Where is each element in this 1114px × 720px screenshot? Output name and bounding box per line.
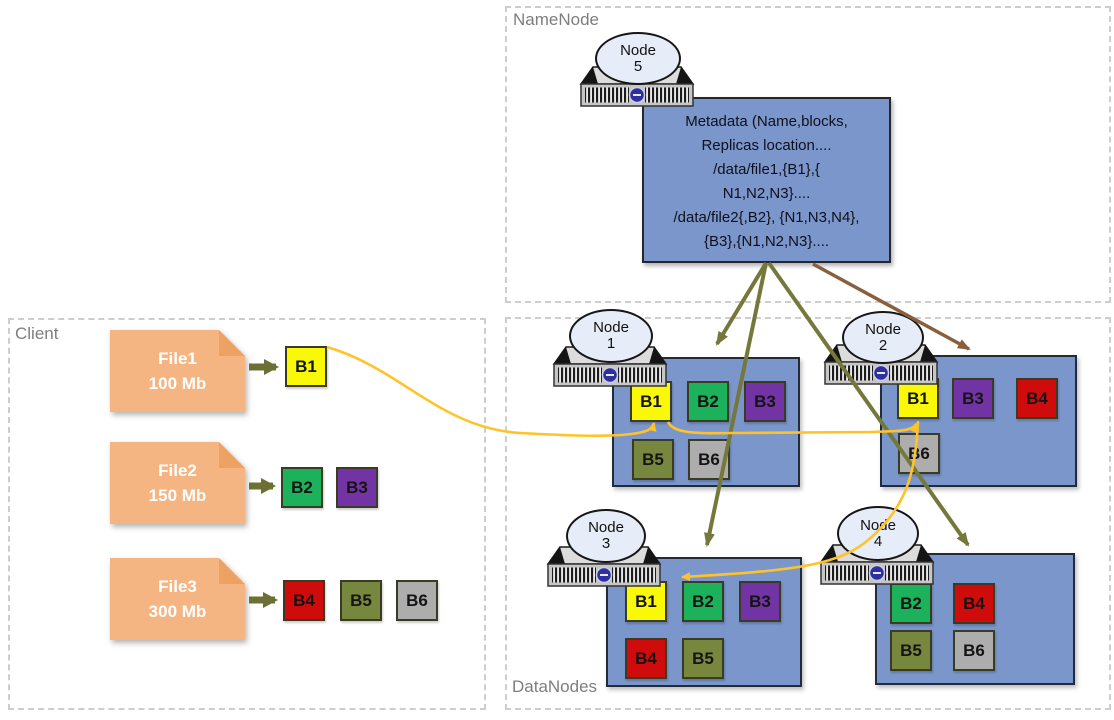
file-size: 300 Mb — [148, 601, 207, 621]
datanode1-ellipse: Node 1 — [569, 309, 653, 363]
metadata-line: Metadata (Name,blocks, — [685, 113, 848, 130]
node-label: Node — [860, 516, 896, 534]
block-b4: B4 — [625, 638, 667, 679]
node-number: 3 — [601, 535, 611, 552]
block-b3: B3 — [336, 467, 378, 508]
namenode-node-ellipse: Node 5 — [595, 32, 681, 85]
block-b6: B6 — [953, 630, 995, 671]
block-b3: B3 — [744, 381, 786, 422]
block-b4: B4 — [283, 580, 325, 621]
file-fold-corner — [219, 330, 245, 356]
block-b5: B5 — [632, 439, 674, 480]
node-number: 4 — [873, 532, 883, 550]
block-b4: B4 — [953, 583, 995, 624]
node-number: 1 — [606, 335, 616, 352]
namenode-region-label: NameNode — [513, 10, 599, 29]
block-b2: B2 — [682, 581, 724, 622]
block-b5: B5 — [682, 638, 724, 679]
file-size: 150 Mb — [148, 485, 207, 505]
node-number: 2 — [878, 336, 888, 354]
client-region-label: Client — [15, 324, 59, 343]
node-number: 5 — [633, 57, 643, 75]
block-b6: B6 — [688, 439, 730, 480]
metadata-line: /data/file2{,B2}, {N1,N3,N4}, — [673, 209, 860, 226]
datanode3-ellipse: Node 3 — [566, 509, 646, 563]
metadata-line: {B3},{N1,N2,N3}.... — [703, 233, 830, 250]
metadata-box: Metadata (Name,blocks, Replicas location… — [642, 97, 891, 263]
block-b2: B2 — [890, 583, 932, 624]
metadata-line: Replicas location.... — [701, 137, 832, 154]
node-label: Node — [620, 41, 656, 59]
block-b5: B5 — [340, 580, 382, 621]
block-b5: B5 — [890, 630, 932, 671]
datanode4-ellipse: Node 4 — [837, 506, 919, 561]
block-b4: B4 — [1016, 378, 1058, 419]
block-b6: B6 — [898, 433, 940, 474]
node-label: Node — [588, 519, 624, 536]
block-b6: B6 — [396, 580, 438, 621]
block-b2: B2 — [687, 381, 729, 422]
block-b3: B3 — [739, 581, 781, 622]
file1-shape: File1 100 Mb — [110, 330, 245, 412]
file-size: 100 Mb — [148, 373, 207, 393]
file-fold-corner — [219, 558, 245, 584]
file-name: File1 — [158, 348, 197, 368]
file2-shape: File2 150 Mb — [110, 442, 245, 524]
client-region — [8, 318, 486, 710]
block-b3: B3 — [952, 378, 994, 419]
block-b2: B2 — [281, 467, 323, 508]
node-label: Node — [593, 319, 629, 336]
file-name: File2 — [158, 460, 197, 480]
file3-shape: File3 300 Mb — [110, 558, 245, 640]
file-name: File3 — [158, 576, 197, 596]
metadata-line: /data/file1,{B1},{ — [713, 161, 820, 178]
node-label: Node — [865, 320, 901, 338]
file-fold-corner — [219, 442, 245, 468]
metadata-line: N1,N2,N3}.... — [722, 185, 811, 202]
datanodes-region-label: DataNodes — [512, 677, 598, 696]
datanode2-ellipse: Node 2 — [842, 311, 924, 364]
block-b1: B1 — [285, 346, 327, 387]
